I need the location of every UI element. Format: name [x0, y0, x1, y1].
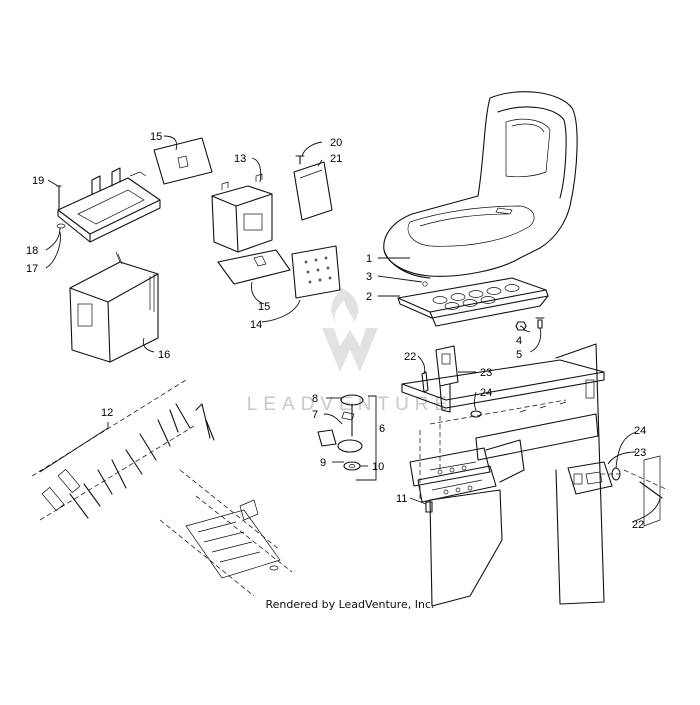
callout-24-left[interactable]: 24	[480, 387, 492, 399]
terminal-cover[interactable]	[293, 161, 333, 221]
tool-kit[interactable]	[41, 403, 215, 519]
bolt-19[interactable]	[56, 185, 62, 211]
battery-box[interactable]	[69, 251, 159, 363]
leader-19	[47, 179, 59, 187]
callout-16[interactable]: 16	[158, 349, 170, 361]
callout-2[interactable]: 2	[366, 291, 372, 303]
bolt-11[interactable]	[425, 501, 433, 513]
battery[interactable]	[211, 173, 273, 253]
callout-11[interactable]: 11	[396, 493, 407, 505]
callout-15-upper[interactable]: 15	[150, 131, 162, 143]
bolt-3[interactable]	[422, 281, 428, 287]
callout-12[interactable]: 12	[101, 407, 113, 419]
callout-24-right[interactable]: 24	[634, 425, 646, 437]
foam-pad-lower[interactable]	[217, 249, 291, 285]
vehicle-frame	[401, 343, 605, 607]
leader-5	[529, 327, 542, 353]
leader-15b	[251, 281, 265, 305]
seat-belt-buckle-right[interactable]	[567, 461, 613, 495]
callout-18[interactable]: 18	[26, 245, 38, 257]
leader-22b	[631, 497, 661, 523]
callout-4[interactable]: 4	[516, 335, 522, 347]
leader-23b	[607, 451, 637, 465]
leader-12	[39, 422, 109, 473]
leader-15a	[163, 135, 178, 151]
leader-11	[409, 497, 427, 505]
callout-3[interactable]: 3	[366, 271, 372, 283]
washer-10[interactable]	[343, 461, 361, 471]
callout-14[interactable]: 14	[250, 319, 262, 331]
seat-base-plate[interactable]	[397, 277, 549, 327]
callout-22-left[interactable]: 22	[404, 351, 416, 363]
callout-23-left[interactable]: 23	[480, 367, 492, 379]
callout-9[interactable]: 9	[320, 457, 326, 469]
callout-20[interactable]: 20	[330, 137, 342, 149]
seat-latch[interactable]	[317, 394, 364, 453]
footer-credit: Rendered by LeadVenture, Inc.	[265, 598, 435, 611]
leader-3	[377, 275, 423, 283]
spacer-24-left[interactable]	[470, 410, 482, 418]
screw-20[interactable]	[295, 155, 305, 165]
leader-24a	[474, 391, 477, 411]
leader-13	[251, 157, 262, 183]
callout-6[interactable]: 6	[379, 423, 385, 435]
leader-6	[356, 395, 377, 481]
leader-14	[261, 299, 301, 323]
watermark-logo	[322, 288, 378, 372]
callout-23-right[interactable]: 23	[634, 447, 646, 459]
leader-18	[45, 227, 61, 251]
callout-1[interactable]: 1	[366, 253, 372, 265]
bolt-22-right[interactable]	[639, 481, 663, 499]
battery-mount-plate[interactable]	[291, 245, 341, 299]
callout-15-lower[interactable]: 15	[258, 301, 270, 313]
bolt-5[interactable]	[535, 317, 545, 329]
callout-5[interactable]: 5	[516, 349, 522, 361]
callout-21[interactable]: 21	[330, 153, 342, 165]
foam-pad-upper[interactable]	[153, 137, 213, 185]
leader-7	[323, 413, 343, 425]
leader-16	[142, 337, 155, 353]
callout-17[interactable]: 17	[26, 263, 38, 275]
seat[interactable]	[383, 91, 578, 279]
bolt-22-left[interactable]	[421, 371, 429, 393]
leader-21	[317, 159, 323, 167]
washer-18[interactable]	[56, 223, 66, 229]
callout-8[interactable]: 8	[312, 393, 318, 405]
battery-tray[interactable]	[57, 167, 161, 243]
callout-7[interactable]: 7	[312, 409, 318, 421]
leader-17	[45, 231, 61, 269]
storage-compartment	[185, 499, 281, 579]
callout-22-right[interactable]: 22	[632, 519, 644, 531]
callout-13[interactable]: 13	[234, 153, 246, 165]
leader-22a	[417, 355, 426, 375]
leader-20	[301, 141, 323, 157]
callout-19[interactable]: 19	[32, 175, 44, 187]
callout-10[interactable]: 10	[372, 461, 384, 473]
leader-4	[519, 325, 531, 333]
leader-24b	[615, 431, 637, 469]
